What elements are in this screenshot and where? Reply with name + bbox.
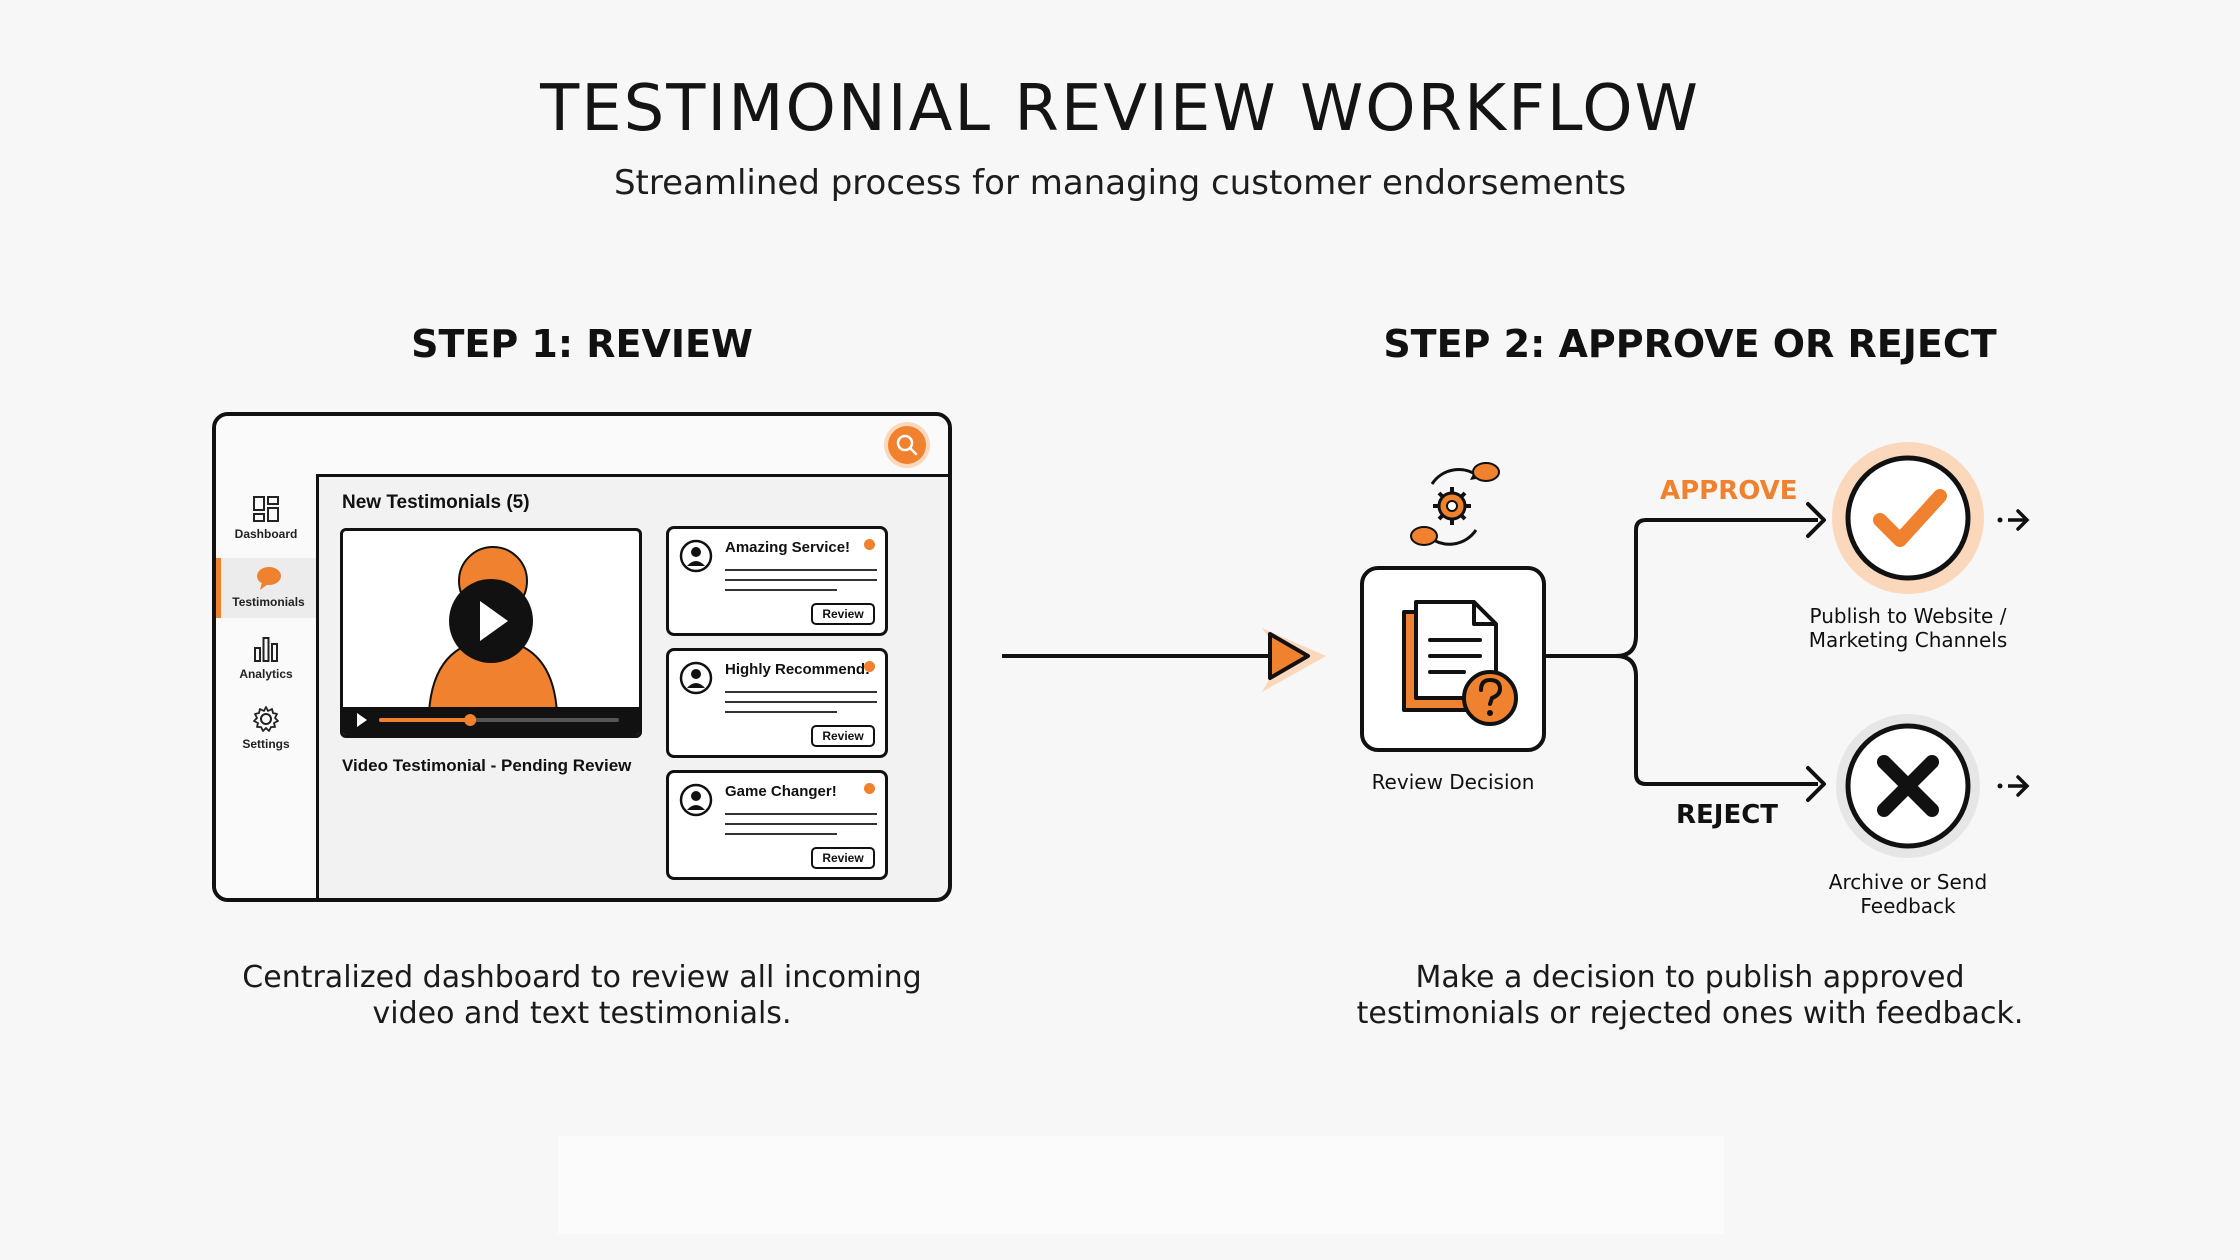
card-title: Highly Recommend! (725, 661, 871, 678)
chat-bubble-icon (256, 567, 281, 590)
bar-chart-icon (254, 637, 278, 662)
play-button-icon (449, 579, 533, 663)
review-decision-label: Review Decision (1371, 770, 1535, 794)
user-avatar-icon (679, 783, 713, 817)
text-line (725, 579, 877, 581)
review-button[interactable]: Review (811, 603, 875, 625)
sidebar-item-label: Testimonials (232, 595, 305, 609)
reject-outcome-line2: Feedback (1860, 894, 1956, 918)
text-line (725, 813, 877, 815)
testimonial-card: Highly Recommend! Review (666, 648, 888, 758)
text-line (725, 691, 877, 693)
step1-caption-line1: Centralized dashboard to review all inco… (242, 960, 922, 995)
text-line (725, 833, 837, 835)
text-line (725, 823, 877, 825)
video-thumbnail (343, 546, 639, 735)
video-progress-knob (464, 714, 477, 726)
page-subtitle: Streamlined process for managing custome… (613, 163, 1627, 203)
decision-branch-arrows (1546, 502, 1826, 802)
step1-title: STEP 1: REVIEW (411, 322, 753, 366)
sidebar-item-analytics[interactable]: Analytics (216, 634, 316, 692)
page-title: TESTIMONIAL REVIEW WORKFLOW (540, 72, 1700, 146)
step1-caption-line2: video and text testimonials. (372, 996, 792, 1031)
review-button[interactable]: Review (811, 847, 875, 869)
text-line (725, 701, 877, 703)
unread-dot (864, 661, 875, 672)
sidebar-item-label: Analytics (239, 667, 293, 681)
video-progress-fill (379, 718, 471, 722)
reject-outcome-line1: Archive or Send (1828, 870, 1988, 894)
testimonials-heading: New Testimonials (5) (342, 492, 530, 513)
testimonial-card: Amazing Service! Review (666, 526, 888, 636)
text-line (725, 589, 837, 591)
approve-outcome-label: Publish to Website / Marketing Channels (1768, 604, 2048, 652)
step2-title: STEP 2: APPROVE OR REJECT (1383, 322, 1997, 366)
card-title: Game Changer! (725, 783, 837, 800)
review-button[interactable]: Review (811, 725, 875, 747)
process-gear-icon (1410, 462, 1500, 546)
approve-outcome-line2: Marketing Channels (1808, 628, 2008, 652)
gear-icon (253, 706, 279, 732)
step-connector-arrow (1002, 628, 1326, 692)
step2-caption: Make a decision to publish approved test… (1320, 960, 2060, 1032)
sidebar-item-settings[interactable]: Settings (216, 704, 316, 762)
play-small-icon (357, 713, 367, 727)
step1-caption: Centralized dashboard to review all inco… (212, 960, 952, 1032)
document-question-icon (1402, 600, 1518, 726)
video-player[interactable] (340, 528, 642, 738)
sidebar-item-label: Dashboard (234, 527, 298, 541)
dashboard-mockup: Dashboard Testimonials Analytics Setting… (212, 412, 952, 902)
text-line (725, 569, 877, 571)
approve-check-icon (1832, 442, 1984, 594)
dashboard-grid-icon (253, 496, 279, 522)
search-icon[interactable] (888, 426, 926, 464)
approve-next-arrow-icon (1997, 509, 2030, 531)
review-decision-box (1360, 566, 1546, 752)
unread-dot (864, 539, 875, 550)
video-caption: Video Testimonial - Pending Review (342, 756, 632, 775)
testimonial-card: Game Changer! Review (666, 770, 888, 880)
approve-label: APPROVE (1660, 476, 1798, 506)
sidebar-item-testimonials[interactable]: Testimonials (216, 558, 316, 618)
text-line (725, 711, 837, 713)
dashboard-topbar (216, 416, 948, 477)
reject-label: REJECT (1676, 800, 1779, 830)
sidebar-item-dashboard[interactable]: Dashboard (216, 494, 316, 552)
sidebar-item-label: Settings (242, 737, 290, 751)
user-avatar-icon (679, 539, 713, 573)
reject-next-arrow-icon (1997, 775, 2030, 797)
footer-band (558, 1136, 1724, 1234)
unread-dot (864, 783, 875, 794)
card-title: Amazing Service! (725, 539, 851, 556)
approve-outcome-line1: Publish to Website / (1809, 604, 2007, 628)
user-avatar-icon (679, 661, 713, 695)
dashboard-sidebar: Dashboard Testimonials Analytics Setting… (216, 474, 319, 898)
step2-caption-line2: testimonials or rejected ones with feedb… (1356, 996, 2024, 1031)
reject-outcome-label: Archive or Send Feedback (1768, 870, 2048, 918)
reject-x-icon (1836, 714, 1980, 858)
step2-caption-line1: Make a decision to publish approved (1415, 960, 1965, 995)
